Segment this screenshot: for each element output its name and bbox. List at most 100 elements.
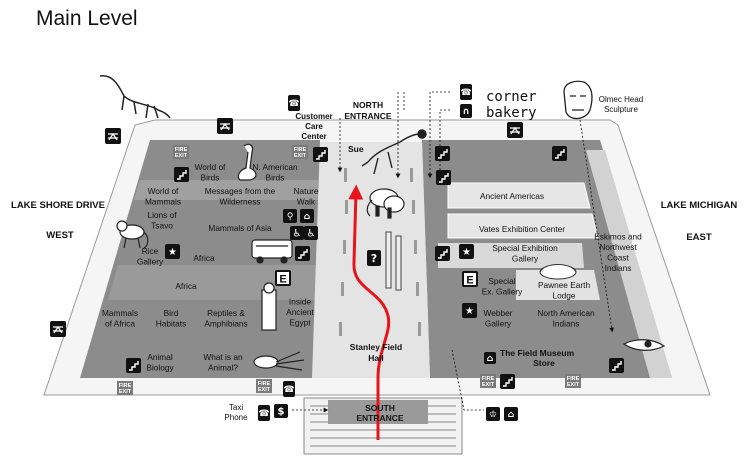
exhibit-east-label: Ex. Gallery — [482, 286, 523, 296]
olmec-head-label: Olmec Head Sculpture — [599, 95, 643, 114]
stairs-icon[interactable] — [552, 146, 567, 161]
elevator-icon[interactable]: E — [275, 270, 291, 286]
svg-text:Store: Store — [533, 358, 555, 368]
svg-text:♿: ♿ — [293, 229, 302, 240]
north-entrance-label[interactable]: NORTH ENTRANCE — [344, 100, 392, 121]
exhibit-west-label: Rice — [142, 246, 159, 256]
exhibit-west-label: Africa — [193, 253, 215, 263]
info-icon[interactable]: ? — [367, 250, 381, 266]
pawnee-area — [516, 270, 600, 300]
exhibit-west-label: N. American — [252, 162, 298, 172]
exhibit-east-label: Northwest — [599, 242, 637, 252]
exhibit-west-label: Reptiles & — [207, 308, 245, 318]
stanley-field-hall-label[interactable]: Stanley Field Hall — [350, 342, 402, 363]
exhibit-west-9[interactable]: Africa — [175, 281, 197, 291]
picnic-table-icon — [50, 321, 66, 337]
exhibit-west-label: Ancient — [286, 307, 314, 317]
baby-changing-icon[interactable]: ⌂ — [300, 209, 314, 223]
exhibit-west-label: Mammals of Asia — [208, 223, 272, 233]
picnic-table-icon — [217, 118, 233, 134]
stairs-icon[interactable] — [500, 374, 515, 389]
exhibit-east-label: Vates Exhibition Center — [479, 224, 565, 234]
egyptian-statue-icon — [261, 282, 277, 331]
svg-text:♿: ♿ — [307, 229, 316, 240]
stairs-icon[interactable] — [435, 246, 450, 261]
svg-text:☎: ☎ — [288, 99, 299, 109]
lake-michigan-label: LAKE MICHIGAN — [661, 200, 738, 211]
stairs-icon[interactable] — [436, 170, 451, 185]
svg-text:FIRE: FIRE — [294, 147, 307, 153]
phone-icon[interactable]: ☎ — [283, 381, 295, 397]
exhibit-east-label: Coast — [607, 252, 629, 262]
restaurant-icon[interactable]: ∩ — [460, 104, 472, 118]
exhibit-west-label: Biology — [146, 362, 174, 372]
exhibit-west-6[interactable]: Mammals of Asia — [208, 223, 272, 233]
stairs-icon[interactable] — [126, 358, 141, 373]
stairs-icon[interactable] — [174, 167, 189, 182]
coat-check-icon[interactable]: ⌂ — [504, 407, 518, 421]
exhibit-west-label: World of — [195, 162, 226, 172]
svg-text:Phone: Phone — [224, 413, 248, 422]
exhibit-east-0[interactable]: Ancient Americas — [480, 191, 544, 201]
west-band-1 — [134, 180, 318, 200]
museum-store-label[interactable]: The Field Museum Store — [500, 348, 575, 368]
exhibit-east-label: Lodge — [552, 290, 575, 300]
exhibit-east-label: Special — [488, 276, 515, 286]
svg-text:EXIT: EXIT — [119, 389, 132, 395]
exhibit-east-label: Indians — [553, 318, 580, 328]
accessible-icon[interactable]: ♿ — [304, 226, 318, 240]
stairs-icon[interactable] — [435, 146, 450, 161]
svg-text:Center: Center — [301, 132, 326, 141]
phone-icon[interactable]: ☎ — [258, 405, 270, 421]
svg-text:FIRE: FIRE — [119, 383, 132, 389]
elevator-icon[interactable]: E — [462, 271, 478, 287]
stairs-icon[interactable] — [313, 147, 328, 162]
phone-icon[interactable]: ☎ — [460, 84, 472, 100]
exhibit-west-label: Mammals — [145, 196, 181, 206]
customer-care-center-label: Customer Care Center — [295, 112, 332, 141]
star-icon: ★ — [462, 303, 477, 318]
atm-icon[interactable]: $ — [274, 404, 288, 418]
exhibit-west-label: Amphibians — [204, 318, 247, 328]
coat-check-icon[interactable]: ♔ — [486, 407, 500, 421]
exhibit-east-1[interactable]: Vates Exhibition Center — [479, 224, 565, 234]
exhibit-west-label: What is an — [203, 352, 243, 362]
special-exhibition-area — [438, 243, 584, 268]
stairs-icon[interactable] — [295, 246, 310, 261]
phone-icon[interactable]: ☎ — [288, 95, 300, 111]
restroom-icon[interactable]: ⚲ — [283, 209, 297, 223]
svg-text:$: $ — [278, 407, 285, 418]
exhibit-west-label: Inside — [289, 297, 312, 307]
south-entrance-label[interactable]: SOUTH ENTRANCE — [356, 403, 404, 423]
store-icon[interactable]: ⌂ — [484, 352, 496, 364]
exhibit-west-12[interactable]: Reptiles &Amphibians — [204, 308, 247, 329]
sue-label[interactable]: Sue — [348, 144, 364, 154]
accessible-icon[interactable]: ♿ — [290, 226, 304, 240]
stairs-icon[interactable] — [609, 358, 624, 373]
exhibit-west-8[interactable]: Africa — [193, 253, 215, 263]
